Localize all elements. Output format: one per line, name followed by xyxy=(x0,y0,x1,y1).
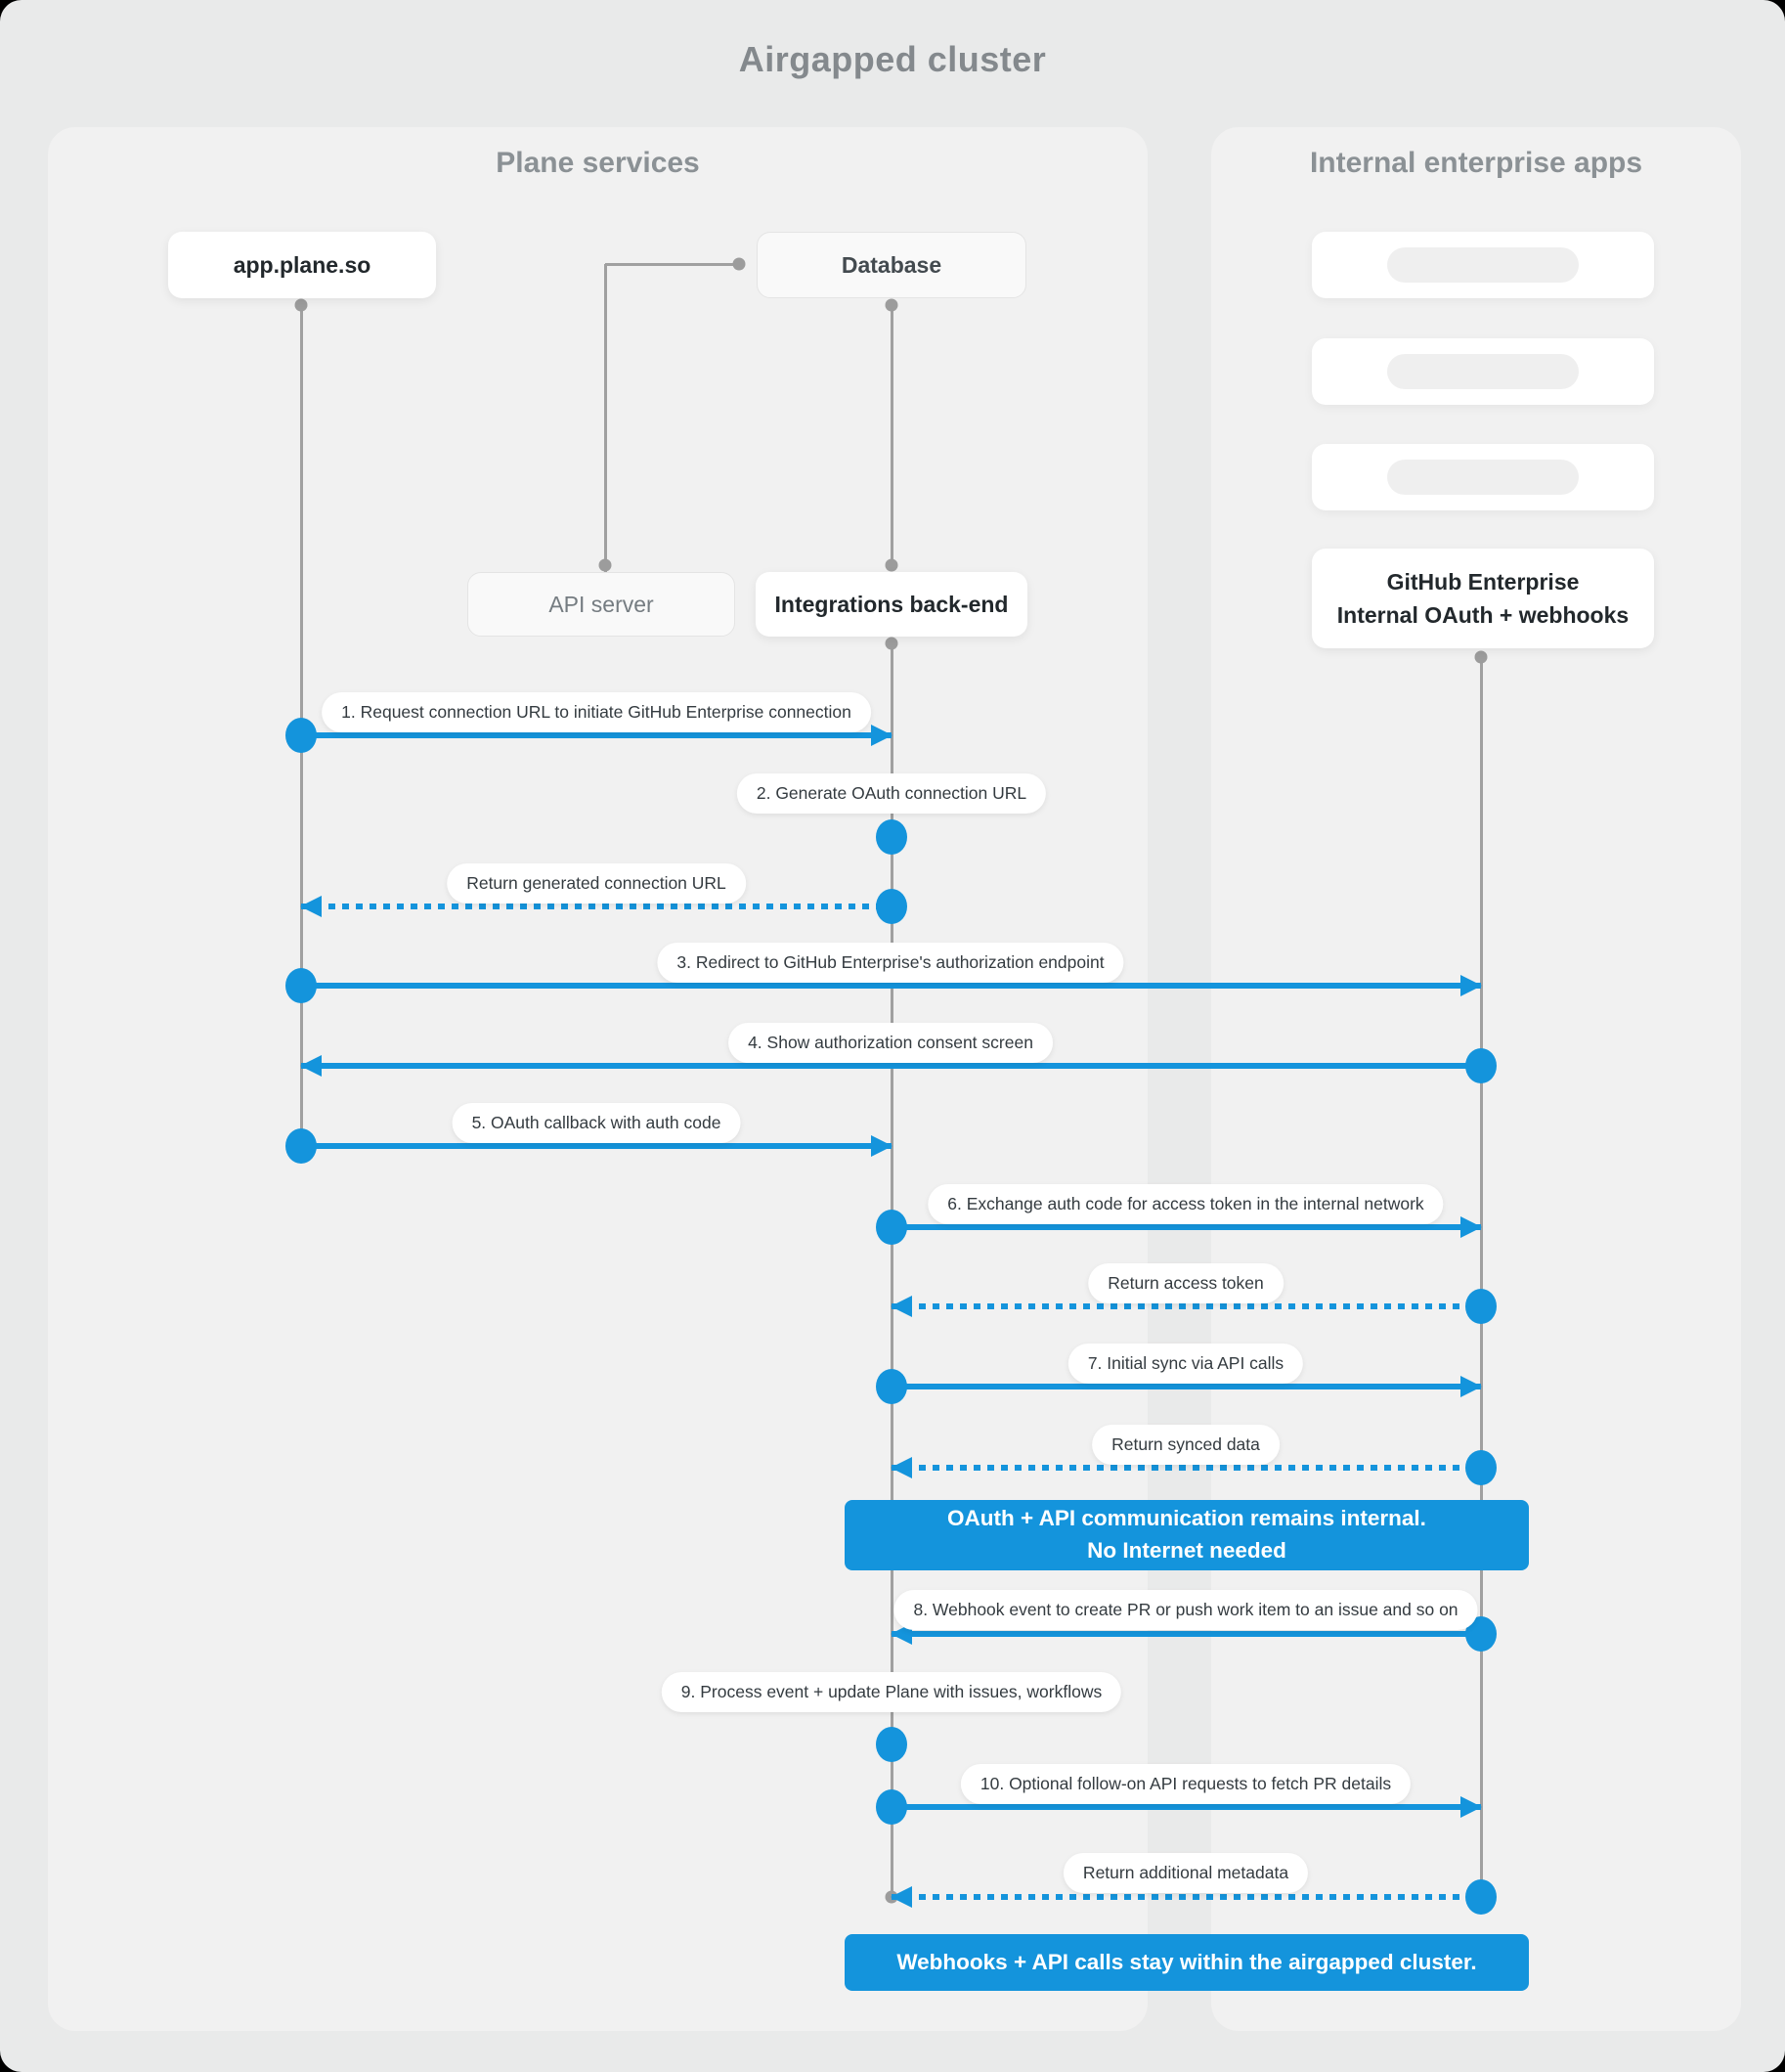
message-arrow-7 xyxy=(892,1376,1482,1397)
activation-dot xyxy=(876,1210,907,1245)
placeholder-pill xyxy=(1387,354,1579,389)
lifeline-database-to-integrations xyxy=(890,305,893,567)
placeholder-pill xyxy=(1387,460,1579,495)
arrowhead-right-icon xyxy=(1460,1796,1482,1818)
activation-dot xyxy=(876,1727,907,1762)
connector-dot xyxy=(1474,650,1488,664)
lifeline-github-enterprise xyxy=(1479,657,1483,1897)
actor-database-label: Database xyxy=(841,251,942,278)
message-label-return-synced: Return synced data xyxy=(1092,1425,1280,1465)
banner-line: OAuth + API communication remains intern… xyxy=(947,1506,1426,1531)
message-arrow-10 xyxy=(892,1796,1482,1818)
connector-dot xyxy=(885,637,898,650)
diagram-title: Airgapped cluster xyxy=(738,39,1047,79)
connector-dot xyxy=(598,558,612,572)
connector-dot xyxy=(885,558,898,572)
message-label-4: 4. Show authorization consent screen xyxy=(728,1023,1053,1063)
message-label-return-url: Return generated connection URL xyxy=(447,863,746,904)
message-arrow-return-url xyxy=(300,896,892,917)
message-arrow-5 xyxy=(301,1135,892,1157)
actor-database: Database xyxy=(757,232,1026,298)
actor-integrations-backend: Integrations back-end xyxy=(756,572,1027,637)
actor-github-enterprise: GitHub Enterprise Internal OAuth + webho… xyxy=(1312,549,1654,648)
actor-app-plane-so: app.plane.so xyxy=(168,232,436,298)
actor-integrations-backend-label: Integrations back-end xyxy=(774,591,1009,617)
banner-line: Webhooks + API calls stay within the air… xyxy=(896,1949,1477,1974)
panel-title-plane-services: Plane services xyxy=(496,147,700,179)
message-label-1: 1. Request connection URL to initiate Gi… xyxy=(322,692,871,732)
activation-dot xyxy=(1465,1450,1497,1485)
message-arrow-return-synced xyxy=(891,1457,1481,1478)
message-label-6: 6. Exchange auth code for access token i… xyxy=(928,1184,1444,1224)
placeholder-pill xyxy=(1387,247,1579,283)
connector-dot xyxy=(294,298,308,312)
message-arrow-8 xyxy=(891,1623,1481,1645)
arrowhead-left-icon xyxy=(300,1055,322,1077)
activation-dot xyxy=(285,968,317,1003)
arrowhead-left-icon xyxy=(891,1457,912,1478)
message-label-2: 2. Generate OAuth connection URL xyxy=(736,773,1047,814)
message-label-3: 3. Redirect to GitHub Enterprise's autho… xyxy=(657,943,1124,983)
lifeline-integrations-backend xyxy=(890,643,893,1897)
activation-dot xyxy=(876,889,907,924)
note-banner-airgapped-cluster: Webhooks + API calls stay within the air… xyxy=(845,1934,1529,1991)
message-arrow-4 xyxy=(300,1055,1481,1077)
message-label-return-token: Return access token xyxy=(1088,1263,1284,1303)
actor-github-line2: Internal OAuth + webhooks xyxy=(1336,602,1630,628)
message-label-8: 8. Webhook event to create PR or push wo… xyxy=(893,1590,1478,1630)
corner-mark-bottom-right xyxy=(1763,2050,1785,2072)
message-arrow-return-metadata xyxy=(891,1886,1481,1908)
placeholder-app-card xyxy=(1312,232,1654,298)
activation-dot xyxy=(1465,1879,1497,1915)
activation-dot xyxy=(876,819,907,855)
activation-dot xyxy=(285,718,317,753)
message-arrow-6 xyxy=(892,1216,1482,1238)
connector-dot xyxy=(885,298,898,312)
message-label-10: 10. Optional follow-on API requests to f… xyxy=(960,1764,1412,1804)
corner-mark-bottom-left xyxy=(0,2050,22,2072)
message-arrow-return-token xyxy=(891,1296,1481,1317)
arrowhead-right-icon xyxy=(1460,1216,1482,1238)
arrowhead-left-icon xyxy=(891,1296,912,1317)
message-label-5: 5. OAuth callback with auth code xyxy=(452,1103,741,1143)
activation-dot xyxy=(876,1789,907,1825)
message-label-return-metadata: Return additional metadata xyxy=(1063,1853,1309,1893)
actor-app-plane-so-label: app.plane.so xyxy=(233,251,371,278)
arrowhead-right-icon xyxy=(1460,1376,1482,1397)
banner-line: No Internet needed xyxy=(1087,1538,1286,1563)
message-arrow-3 xyxy=(301,975,1482,996)
corner-mark-top-left xyxy=(0,0,22,22)
arrowhead-right-icon xyxy=(871,1135,892,1157)
arrowhead-right-icon xyxy=(871,725,892,746)
actor-api-server-label: API server xyxy=(548,591,654,617)
arrowhead-left-icon xyxy=(891,1886,912,1908)
note-banner-internal-communication: OAuth + API communication remains intern… xyxy=(845,1500,1529,1570)
arrowhead-right-icon xyxy=(1460,975,1482,996)
activation-dot xyxy=(285,1128,317,1164)
actor-github-line1: GitHub Enterprise xyxy=(1386,568,1580,595)
arrowhead-left-icon xyxy=(300,896,322,917)
activation-dot xyxy=(1465,1048,1497,1083)
message-arrow-1 xyxy=(301,725,892,746)
message-label-9: 9. Process event + update Plane with iss… xyxy=(661,1672,1122,1712)
connector-dot xyxy=(732,257,746,271)
panel-plane-services xyxy=(48,127,1148,2031)
activation-dot xyxy=(876,1369,907,1404)
placeholder-app-card xyxy=(1312,444,1654,510)
panel-title-internal-apps: Internal enterprise apps xyxy=(1309,147,1643,179)
corner-mark-top-right xyxy=(1763,0,1785,22)
connector-api-server-to-database xyxy=(605,262,739,266)
placeholder-app-card xyxy=(1312,338,1654,405)
actor-api-server: API server xyxy=(467,572,735,637)
message-label-7: 7. Initial sync via API calls xyxy=(1067,1344,1304,1384)
connector-api-server-vertical xyxy=(603,264,607,572)
activation-dot xyxy=(1465,1289,1497,1324)
